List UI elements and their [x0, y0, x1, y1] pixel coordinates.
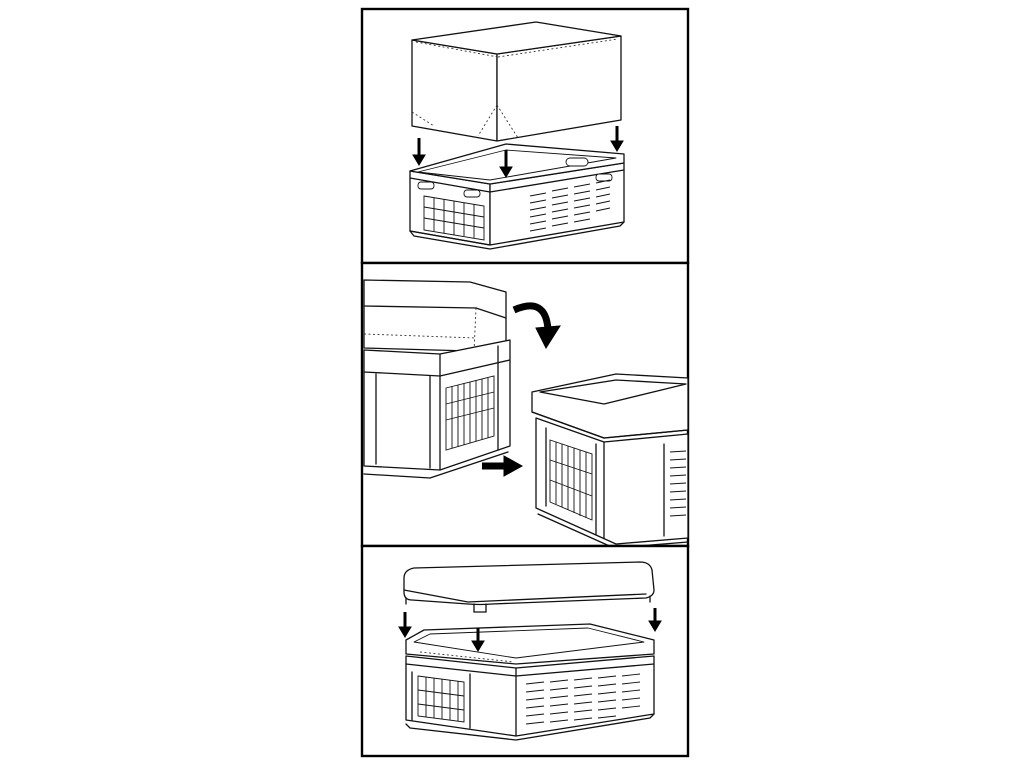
crate-with-folded-liner [531, 373, 689, 549]
crate-front-grill [423, 195, 485, 241]
down-arrow-icon [610, 126, 624, 152]
crate-side-grill [549, 439, 593, 521]
step-3-panel [360, 544, 690, 758]
step-1-panel [360, 7, 690, 265]
down-arrow-icon [648, 608, 662, 632]
down-arrow-icon [412, 138, 426, 166]
down-arrow-icon [398, 612, 412, 638]
crate-side-grill [445, 375, 495, 451]
crate-with-liner-closeup [363, 279, 511, 479]
crate-front-grill [417, 675, 465, 723]
crate-side-slots [525, 673, 641, 725]
down-arrow-icon [499, 150, 513, 178]
down-arrow-icon [471, 628, 485, 652]
folding-crate [409, 143, 625, 250]
crate-front-slots [669, 450, 687, 517]
crate-with-liner [405, 623, 655, 741]
right-arrow-icon [482, 455, 524, 477]
crate-side-slots [529, 179, 611, 232]
curved-arrow-icon [512, 302, 561, 350]
step-2-panel [360, 261, 690, 549]
padded-lid [403, 561, 655, 613]
fabric-liner [411, 21, 622, 142]
